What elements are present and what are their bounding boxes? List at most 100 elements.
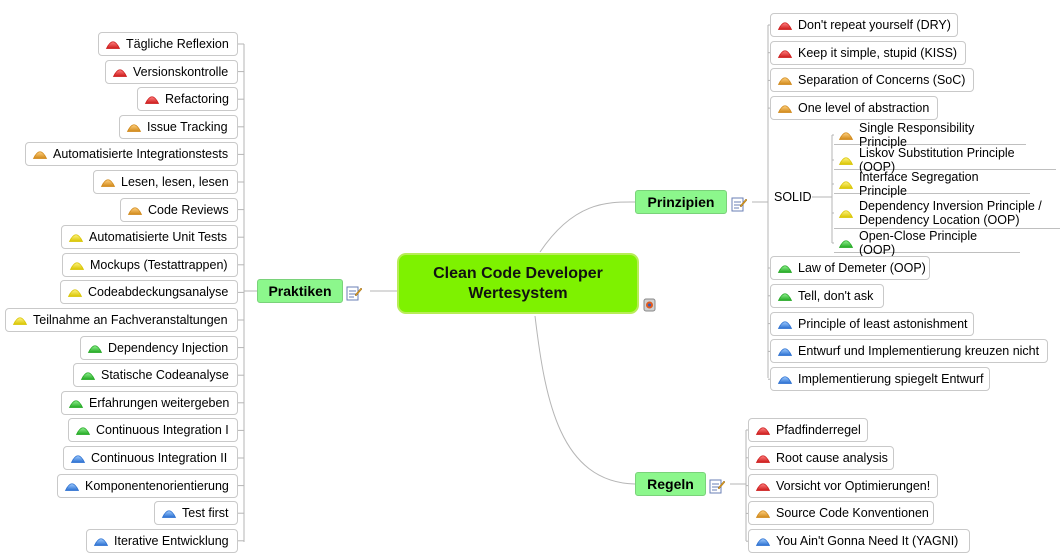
principle-item[interactable]: One level of abstraction — [770, 96, 938, 121]
central-topic-line2: Wertesystem — [468, 284, 568, 302]
rule-item[interactable]: You Ain't Gonna Need It (YAGNI) — [748, 529, 970, 554]
central-topic-line1: Clean Code Developer — [433, 264, 603, 282]
orange-priority-icon — [32, 151, 48, 160]
practice-item[interactable]: Teilnahme an Fachveranstaltungen — [5, 308, 238, 332]
blue-priority-icon — [777, 376, 793, 385]
notes-icon[interactable] — [731, 196, 747, 212]
map-icon — [643, 298, 656, 312]
green-priority-icon — [838, 239, 854, 248]
topic-solid[interactable]: SOLID — [770, 188, 816, 206]
practice-item-label: Test first — [182, 506, 229, 521]
red-priority-icon — [777, 22, 793, 30]
rule-item-label: You Ain't Gonna Need It (YAGNI) — [776, 534, 959, 549]
blue-priority-icon — [755, 538, 771, 547]
green-priority-icon — [87, 344, 103, 353]
solid-item-label: Interface Segregation Principle — [859, 169, 979, 198]
practice-item-label: Code Reviews — [148, 202, 229, 217]
practice-item-label: Dependency Injection — [108, 340, 229, 355]
principle-item[interactable]: Law of Demeter (OOP) — [770, 256, 930, 280]
principle-item[interactable]: Don't repeat yourself (DRY) — [770, 13, 958, 37]
practice-item[interactable]: Automatisierte Integrationstests — [25, 142, 238, 167]
central-topic[interactable]: Clean Code Developer Wertesystem — [397, 253, 639, 314]
topic-prinzipien[interactable]: Prinzipien — [635, 190, 727, 214]
solid-item-text: Dependency Inversion Principle /Dependen… — [859, 199, 1042, 227]
solid-item[interactable]: Dependency Inversion Principle /Dependen… — [834, 197, 1060, 229]
principle-item[interactable]: Separation of Concerns (SoC) — [770, 68, 974, 93]
practice-item[interactable]: Tägliche Reflexion — [98, 32, 238, 56]
practice-item-label: Automatisierte Integrationstests — [53, 147, 229, 162]
red-priority-icon — [112, 68, 128, 77]
green-priority-icon — [68, 400, 84, 408]
green-priority-icon — [75, 427, 91, 436]
practice-item[interactable]: Issue Tracking — [119, 114, 238, 139]
solid-item-label: Dependency Inversion Principle / — [859, 198, 1042, 213]
topic-praktiken[interactable]: Praktiken — [257, 279, 343, 303]
green-priority-icon — [80, 372, 96, 381]
practice-item[interactable]: Refactoring — [137, 87, 238, 112]
topic-prinzipien-label: Prinzipien — [647, 194, 715, 210]
practice-item[interactable]: Erfahrungen weitergeben — [61, 390, 238, 415]
practice-item[interactable]: Test first — [154, 501, 238, 526]
practice-item[interactable]: Lesen, lesen, lesen — [93, 170, 238, 194]
notes-icon[interactable] — [346, 285, 362, 301]
practice-item-label: Tägliche Reflexion — [126, 37, 229, 51]
practice-item-label: Codeabdeckungsanalyse — [88, 285, 229, 300]
practice-item-label: Teilnahme an Fachveranstaltungen — [33, 313, 228, 327]
practice-item-label: Issue Tracking — [147, 119, 228, 134]
practice-item[interactable]: Mockups (Testattrappen) — [62, 252, 238, 277]
principle-item[interactable]: Entwurf und Implementierung kreuzen nich… — [770, 339, 1048, 364]
rule-item[interactable]: Root cause analysis — [748, 445, 894, 470]
practice-item-label: Versionskontrolle — [133, 64, 229, 79]
rule-item[interactable]: Vorsicht vor Optimierungen! — [748, 473, 938, 498]
practice-item-label: Refactoring — [165, 92, 229, 107]
topic-regeln[interactable]: Regeln — [635, 472, 706, 496]
yellow-priority-icon — [69, 262, 85, 270]
practice-item[interactable]: Code Reviews — [120, 197, 238, 222]
practice-item[interactable]: Automatisierte Unit Tests — [61, 225, 238, 250]
practice-item[interactable]: Dependency Injection — [80, 335, 238, 360]
practice-item[interactable]: Komponentenorientierung — [57, 473, 238, 498]
yellow-priority-icon — [12, 317, 28, 325]
principle-item-label: One level of abstraction — [798, 101, 930, 116]
solid-item[interactable]: Open-Close Principle (OOP) — [834, 229, 1020, 257]
solid-item[interactable]: Liskov Substitution Principle (OOP) — [834, 146, 1056, 174]
principle-item-label: Separation of Concerns (SoC) — [798, 73, 966, 88]
principle-item[interactable]: Tell, don't ask — [770, 283, 884, 308]
yellow-priority-icon — [67, 289, 83, 298]
practice-item[interactable]: Continuous Integration II — [63, 446, 238, 470]
principle-item-label: Law of Demeter (OOP) — [798, 261, 926, 275]
practice-item-label: Erfahrungen weitergeben — [89, 395, 230, 410]
red-priority-icon — [755, 455, 771, 463]
notes-icon[interactable] — [709, 478, 725, 494]
practice-item[interactable]: Codeabdeckungsanalyse — [60, 280, 238, 305]
rule-item[interactable]: Source Code Konventionen — [748, 501, 934, 526]
practice-item-label: Mockups (Testattrappen) — [90, 257, 228, 272]
principle-item[interactable]: Keep it simple, stupid (KISS) — [770, 40, 966, 65]
green-priority-icon — [777, 265, 793, 273]
green-priority-icon — [777, 293, 793, 301]
solid-item[interactable]: Interface Segregation Principle — [834, 170, 1030, 198]
solid-item-label: Single Responsibility Principle — [859, 120, 975, 149]
solid-item[interactable]: Single Responsibility Principle — [834, 121, 1026, 149]
practice-item[interactable]: Versionskontrolle — [105, 59, 238, 84]
practice-item[interactable]: Statische Codeanalyse — [73, 363, 238, 388]
rule-item-label: Root cause analysis — [776, 450, 888, 465]
practice-item-label: Continuous Integration I — [96, 423, 229, 438]
practice-item-label: Iterative Entwicklung — [114, 533, 229, 548]
orange-priority-icon — [127, 206, 143, 215]
principle-item[interactable]: Principle of least astonishment — [770, 311, 974, 336]
blue-priority-icon — [93, 538, 109, 546]
red-priority-icon — [105, 41, 121, 49]
solid-item-label: Open-Close Principle (OOP) — [859, 228, 978, 257]
rule-item[interactable]: Pfadfinderregel — [748, 418, 868, 442]
practice-item[interactable]: Continuous Integration I — [68, 418, 238, 443]
principle-item[interactable]: Implementierung spiegelt Entwurf — [770, 367, 990, 392]
practice-item-label: Continuous Integration II — [91, 451, 228, 465]
blue-priority-icon — [161, 510, 177, 519]
orange-priority-icon — [755, 510, 771, 519]
rule-item-label: Vorsicht vor Optimierungen! — [776, 478, 931, 493]
practice-item[interactable]: Iterative Entwicklung — [86, 528, 238, 553]
rule-item-label: Pfadfinderregel — [776, 423, 861, 437]
principle-item-label: Don't repeat yourself (DRY) — [798, 18, 951, 32]
orange-priority-icon — [100, 179, 116, 187]
